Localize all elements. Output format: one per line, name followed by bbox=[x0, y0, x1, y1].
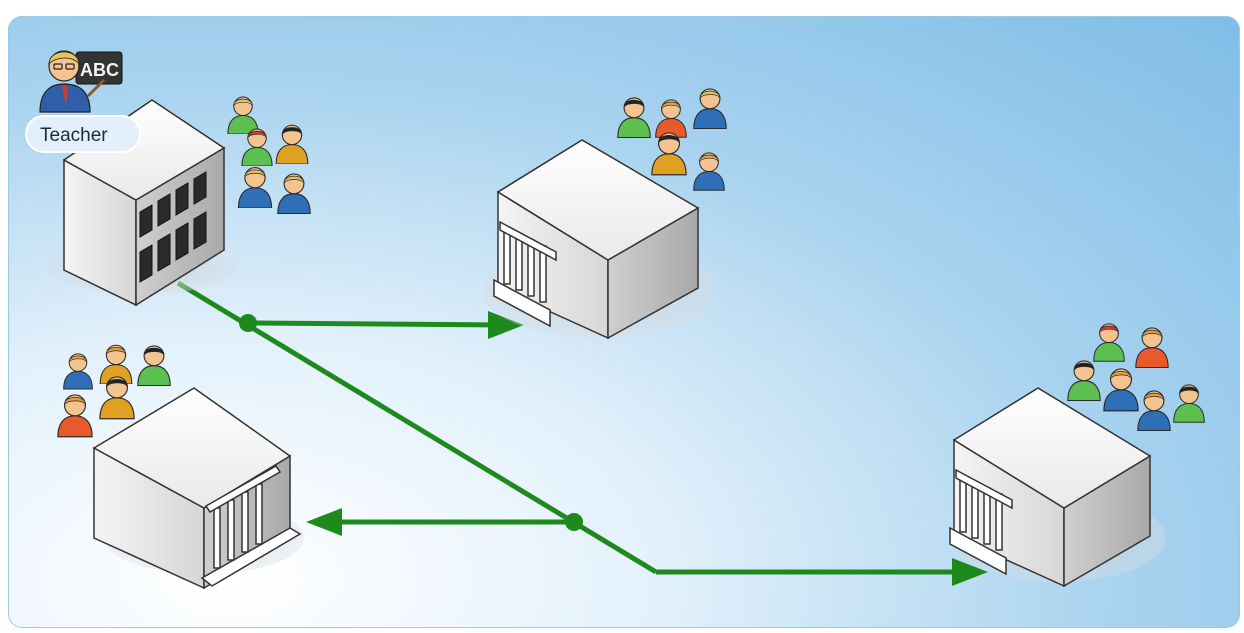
campus-building-icon bbox=[949, 387, 1166, 588]
student-icon bbox=[57, 394, 93, 438]
student-icon bbox=[63, 353, 93, 390]
student-icon bbox=[137, 345, 171, 386]
student-icon bbox=[241, 128, 273, 166]
teacher-icon: ABC bbox=[39, 50, 123, 113]
teacher-label: Teacher bbox=[40, 125, 108, 146]
connection-arrows bbox=[176, 280, 988, 586]
student-icon bbox=[617, 97, 651, 138]
arrow-to-north-campus bbox=[247, 320, 506, 328]
board-text: ABC bbox=[80, 60, 119, 80]
arrowhead-east-campus bbox=[952, 558, 988, 586]
junction-dot-1 bbox=[239, 314, 257, 332]
campus-building-icon bbox=[92, 387, 304, 590]
campus-building-icon bbox=[482, 139, 718, 340]
teacher-label-badge: Teacher bbox=[25, 115, 141, 153]
student-group-icon bbox=[1067, 323, 1205, 432]
arrowhead-west-campus bbox=[306, 508, 342, 536]
student-icon bbox=[1067, 360, 1101, 402]
student-icon bbox=[237, 166, 273, 208]
student-icon bbox=[1137, 390, 1171, 432]
student-icon bbox=[1093, 323, 1125, 362]
student-group-icon bbox=[227, 96, 311, 214]
junction-dot-2 bbox=[565, 513, 583, 531]
student-icon bbox=[1103, 368, 1139, 412]
arrowhead-north-campus bbox=[488, 311, 524, 339]
student-icon bbox=[651, 132, 687, 176]
student-icon bbox=[693, 152, 725, 191]
student-icon bbox=[1173, 384, 1205, 423]
student-icon bbox=[1135, 327, 1169, 368]
student-icon bbox=[227, 96, 259, 134]
student-icon bbox=[277, 173, 311, 214]
school-building-icon bbox=[47, 99, 237, 307]
student-icon bbox=[275, 124, 309, 164]
student-icon bbox=[655, 99, 687, 138]
student-icon bbox=[693, 88, 727, 130]
